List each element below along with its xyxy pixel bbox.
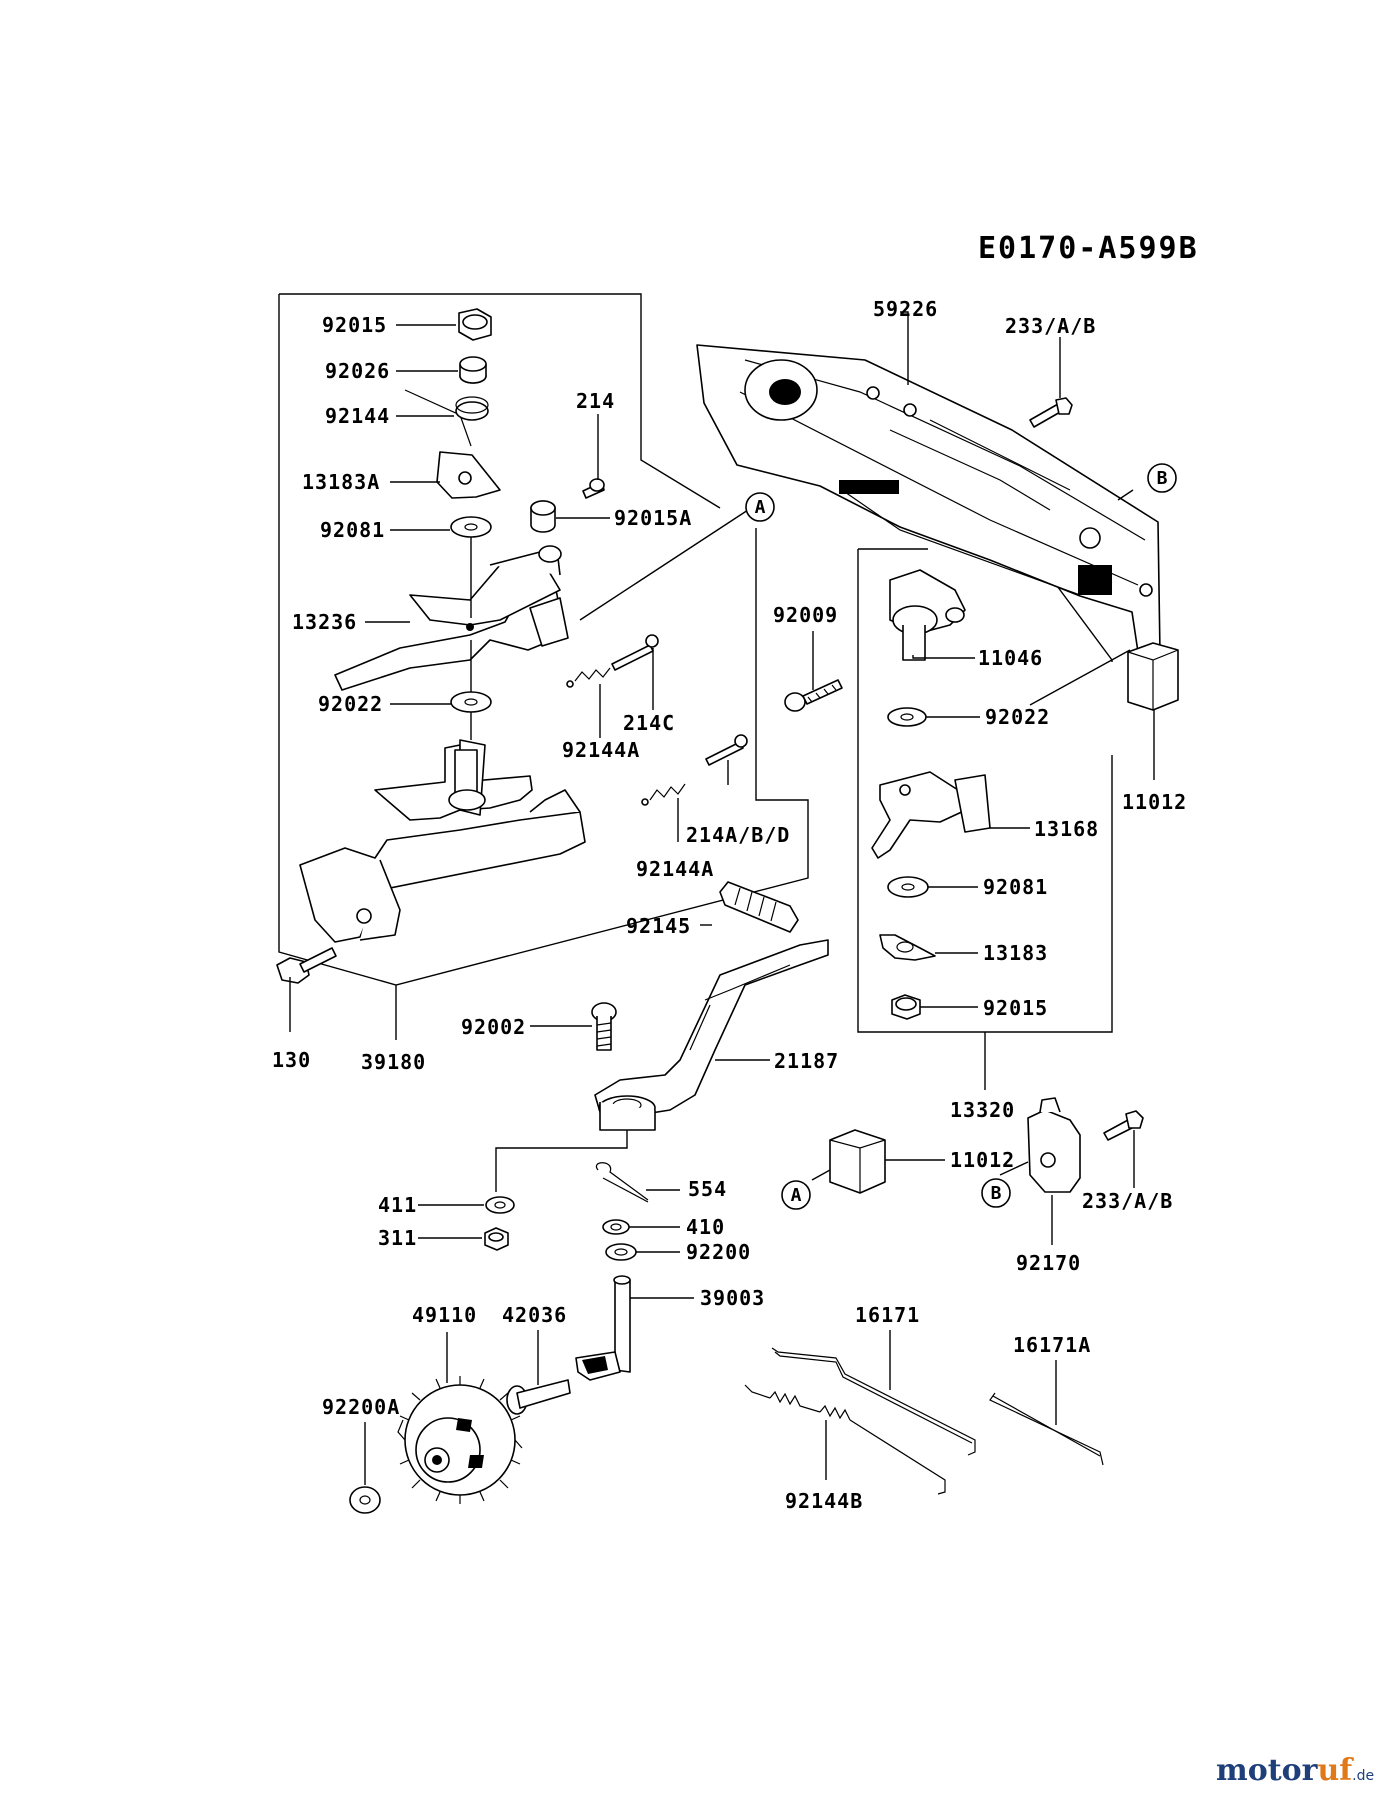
label-39180: 39180: [361, 1050, 426, 1074]
label-92144A-1: 92144A: [562, 738, 640, 762]
label-92002: 92002: [461, 1015, 526, 1039]
watermark-logo: motoruf.de: [1216, 1753, 1374, 1788]
label-92009: 92009: [773, 603, 838, 627]
label-92026: 92026: [325, 359, 390, 383]
arm-21187: [594, 939, 829, 1131]
reference-mark-b-bottom: B: [981, 1178, 1011, 1208]
washer-92022-right: [887, 707, 927, 727]
svg-text:motoruf.de: motoruf.de: [1216, 1753, 1374, 1788]
bracket-92170: [1027, 1097, 1081, 1193]
washer-92200A: [349, 1486, 381, 1514]
label-92022-right: 92022: [985, 705, 1050, 729]
reference-mark-a-bottom: A: [781, 1180, 811, 1210]
label-92145: 92145: [626, 914, 691, 938]
label-13320: 13320: [950, 1098, 1015, 1122]
leader-lines: [289, 311, 1155, 1485]
bracket-11046: [889, 569, 966, 661]
group-outline-39180: [278, 293, 809, 986]
spring-92145: [719, 881, 799, 933]
washer-92200: [605, 1243, 637, 1261]
label-49110: 49110: [412, 1303, 477, 1327]
label-233AB-bottom: 233/A/B: [1082, 1189, 1173, 1213]
label-92144B: 92144B: [785, 1489, 863, 1513]
label-92015A: 92015A: [614, 506, 692, 530]
label-92170: 92170: [1016, 1251, 1081, 1275]
washer-411: [485, 1196, 515, 1214]
label-39003: 39003: [700, 1286, 765, 1310]
label-11012-bottom: 11012: [950, 1148, 1015, 1172]
bolt-92002: [591, 1002, 617, 1051]
label-16171: 16171: [855, 1303, 920, 1327]
label-214C: 214C: [623, 711, 675, 735]
base-plate-39180: [299, 739, 586, 943]
plate-13183: [879, 934, 936, 961]
nut-92015-right: [891, 994, 921, 1020]
label-92144A-2: 92144A: [636, 857, 714, 881]
svg-text:B: B: [1157, 468, 1168, 489]
spring-screw-214C: [566, 634, 659, 688]
pin-554: [595, 1162, 649, 1203]
label-92081-right: 92081: [983, 875, 1048, 899]
collar-92015A: [530, 500, 556, 533]
washer-92081-left: [450, 516, 492, 538]
sleeve-11012-top: [1127, 642, 1179, 711]
collar-92026: [459, 356, 487, 384]
cover-59226: [696, 344, 1161, 655]
label-42036: 42036: [502, 1303, 567, 1327]
label-410: 410: [686, 1215, 725, 1239]
pin-42036: [506, 1379, 571, 1415]
label-311: 311: [378, 1226, 417, 1250]
rod-16171A: [989, 1392, 1104, 1466]
svg-text:B: B: [991, 1183, 1002, 1204]
label-13183A: 13183A: [302, 470, 380, 494]
label-21187: 21187: [774, 1049, 839, 1073]
screw-92009: [784, 679, 843, 712]
label-13168: 13168: [1034, 817, 1099, 841]
svg-text:A: A: [791, 1185, 802, 1206]
label-411: 411: [378, 1193, 417, 1217]
label-92015-right: 92015: [983, 996, 1048, 1020]
spring-92144: [404, 389, 489, 447]
label-92144: 92144: [325, 404, 390, 428]
label-11012-top: 11012: [1122, 790, 1187, 814]
label-59226: 59226: [873, 297, 938, 321]
label-16171A: 16171A: [1013, 1333, 1091, 1357]
label-92081-left: 92081: [320, 518, 385, 542]
nut-311: [484, 1227, 509, 1251]
sleeve-11012-bottom: [829, 1129, 886, 1194]
spring-rod-92144B: [744, 1384, 946, 1495]
rod-16171: [771, 1347, 976, 1456]
bolt-233AB-bottom: [1103, 1110, 1144, 1141]
washer-92022-left: [450, 691, 492, 713]
label-92200A: 92200A: [322, 1395, 400, 1419]
reference-mark-a-top: A: [745, 492, 775, 522]
gear-49110: [397, 1376, 523, 1504]
spring-screw-214ABD: [641, 734, 748, 806]
lever-13236: [334, 545, 569, 691]
label-130: 130: [272, 1048, 311, 1072]
svg-text:A: A: [755, 497, 766, 518]
label-554: 554: [688, 1177, 727, 1201]
label-13183: 13183: [983, 941, 1048, 965]
shaft-39003: [575, 1275, 631, 1381]
plate-13183A: [436, 451, 501, 499]
screw-214: [582, 478, 605, 499]
washer-410: [602, 1219, 630, 1235]
diagram-code: E0170-A599B: [978, 231, 1199, 266]
washer-92081-right: [887, 876, 929, 898]
label-92200: 92200: [686, 1240, 751, 1264]
reference-mark-b-top: B: [1147, 463, 1177, 493]
label-92015-top: 92015: [322, 313, 387, 337]
lever-13168: [871, 771, 991, 859]
label-214ABD: 214A/B/D: [686, 823, 790, 847]
bolt-130: [276, 947, 337, 984]
bolt-233AB-top: [1029, 397, 1073, 428]
nut-92015-top: [458, 308, 492, 341]
label-214: 214: [576, 389, 615, 413]
label-11046: 11046: [978, 646, 1043, 670]
label-92022-left: 92022: [318, 692, 383, 716]
label-13236: 13236: [292, 610, 357, 634]
label-233AB-top: 233/A/B: [1005, 314, 1096, 338]
